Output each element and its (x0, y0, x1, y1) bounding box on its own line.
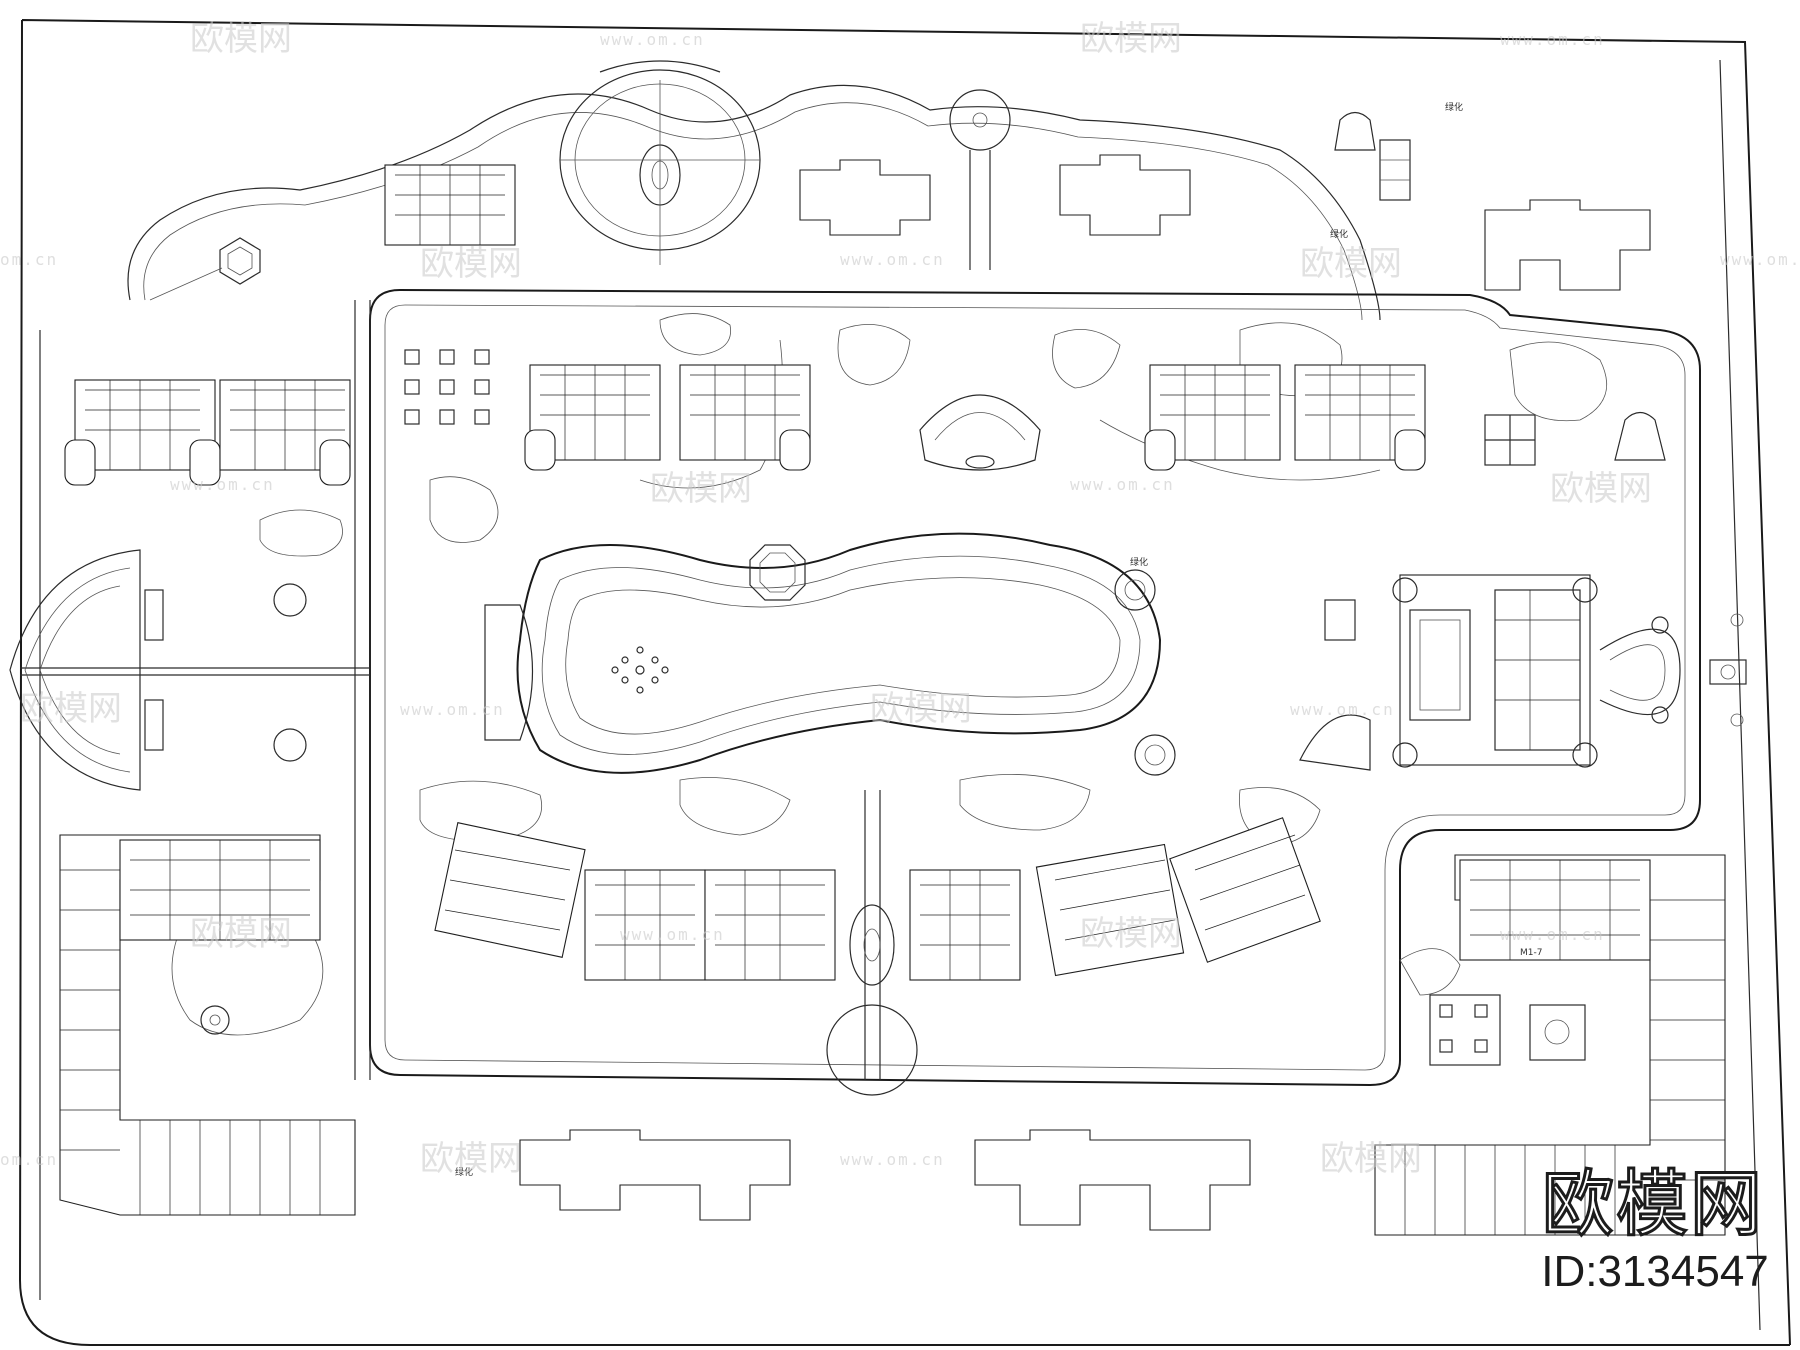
svg-text:www.om.cn: www.om.cn (1500, 925, 1605, 944)
villa-outline-s-1 (519, 1129, 791, 1221)
site-boundary (18, 19, 1791, 1346)
residential-block-ne-1 (1144, 364, 1426, 471)
north-circle-node (949, 89, 1011, 151)
se-commercial-complex (1374, 854, 1726, 1236)
svg-text:www.om.cn: www.om.cn (620, 925, 725, 944)
label-unit-tag: M1-7 (1520, 948, 1542, 958)
central-lake (516, 532, 1162, 774)
svg-text:欧模网: 欧模网 (650, 469, 752, 509)
svg-text:欧模网: 欧模网 (1300, 244, 1402, 284)
residential-block-s-4 (909, 869, 1021, 981)
svg-text:欧模网: 欧模网 (1080, 914, 1182, 954)
west-fan-plaza (9, 549, 141, 791)
main-ring-road (369, 288, 1701, 1087)
residential-block-n-1 (384, 164, 516, 246)
octagon-pavilion (749, 544, 806, 601)
residential-block-s-3 (704, 869, 836, 981)
hex-pavilion (219, 237, 261, 285)
svg-text:欧模网: 欧模网 (420, 244, 522, 284)
crescent-pavilion (919, 394, 1041, 471)
residential-block-s-5 (1035, 843, 1185, 977)
svg-text:www.om.cn: www.om.cn (400, 700, 505, 719)
svg-text:欧模网: 欧模网 (1550, 469, 1652, 509)
svg-text:www.om.cn: www.om.cn (1070, 475, 1175, 494)
svg-text:欧模网: 欧模网 (870, 689, 972, 729)
villa-outline-n-2 (1059, 154, 1191, 236)
svg-text:欧模网: 欧模网 (1320, 1139, 1422, 1179)
clubhouse (1392, 574, 1681, 768)
tree-grid-se (1429, 994, 1586, 1066)
residential-block-s-2 (584, 869, 706, 981)
svg-text:欧模网: 欧模网 (20, 689, 122, 729)
tree-grid-nw (404, 349, 490, 425)
svg-text:www.om.cn: www.om.cn (600, 30, 705, 49)
residential-block-n-2 (524, 364, 811, 471)
svg-text:欧模网: 欧模网 (190, 914, 292, 954)
svg-text:www.om.cn: www.om.cn (840, 250, 945, 269)
svg-text:欧模网: 欧模网 (190, 19, 292, 59)
svg-text:欧模网: 欧模网 (420, 1139, 522, 1179)
residential-block-s-6 (1169, 817, 1321, 963)
round-node-1 (1114, 569, 1156, 611)
svg-text:om.cn: om.cn (0, 1150, 58, 1169)
villa-outline-n-1 (799, 159, 931, 236)
svg-text:www.om.cn: www.om.cn (1500, 30, 1605, 49)
svg-text:欧模网: 欧模网 (1080, 19, 1182, 59)
label-greenery-4: 绿化 (455, 1166, 473, 1178)
sw-commercial-complex (59, 834, 356, 1216)
asset-id-label: ID:3134547 (1541, 1247, 1769, 1296)
north-winding-path (127, 84, 1381, 321)
perimeter-road (39, 59, 1761, 1331)
gazebo-ne (1484, 414, 1536, 466)
villa-outline-s-2 (974, 1129, 1251, 1231)
svg-text:www.om.cn: www.om.cn (170, 475, 275, 494)
svg-text:www.om.cn: www.om.cn (1720, 250, 1800, 269)
watermark-layer: 欧模网 欧模网 欧模网 欧模网 欧模网 欧模网 欧模网 欧模网 欧模网 欧模网 … (0, 19, 1800, 1179)
svg-text:om.cn: om.cn (0, 250, 58, 269)
villa-outline-ne (1484, 199, 1651, 291)
svg-text:www.om.cn: www.om.cn (840, 1150, 945, 1169)
fountain-cluster (611, 646, 669, 694)
residential-block-s-1 (434, 822, 586, 958)
svg-text:www.om.cn: www.om.cn (1290, 700, 1395, 719)
label-greenery-1: 绿化 (1330, 228, 1348, 240)
residential-block-nw-1 (64, 379, 351, 486)
round-node-2 (1134, 734, 1176, 776)
brand-logo-text: 欧模网 (1540, 1162, 1764, 1246)
label-greenery-2: 绿化 (1445, 101, 1463, 113)
label-greenery-3: 绿化 (1130, 556, 1148, 568)
